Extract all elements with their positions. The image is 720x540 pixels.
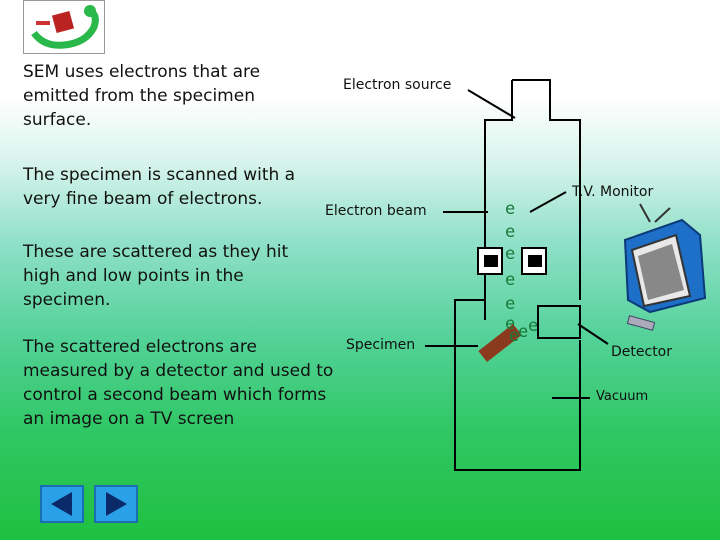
electron-marker: e <box>518 322 529 342</box>
scatter-paragraph: These are scattered as they hit high and… <box>23 242 289 310</box>
detector-leader <box>577 323 609 345</box>
scan-paragraph: The specimen is scanned with a very fine… <box>23 165 296 209</box>
electron-marker: e <box>505 244 516 264</box>
electron-marker: e <box>505 294 516 314</box>
electron-marker: e <box>505 270 516 290</box>
electron-beam-label: Electron beam <box>325 203 427 219</box>
electron-source-leader <box>467 89 516 119</box>
detector-paragraph: The scattered electrons are measured by … <box>23 337 334 429</box>
detector-label: Detector <box>611 344 673 360</box>
electron-marker: e <box>505 199 516 219</box>
electron-marker: e <box>505 222 516 242</box>
column-outline <box>484 80 513 320</box>
electron-marker: e <box>505 314 516 334</box>
electron-marker: e <box>528 316 539 336</box>
intro-paragraph: SEM uses electrons that are emitted from… <box>23 62 261 130</box>
next-slide-button[interactable] <box>94 485 138 523</box>
prev-slide-button[interactable] <box>40 485 84 523</box>
lens-right-icon <box>521 247 547 275</box>
electron-source-label: Electron source <box>343 77 452 93</box>
vacuum-chamber <box>454 299 581 471</box>
vacuum-label: Vacuum <box>596 389 649 404</box>
tv-monitor-icon <box>623 203 707 314</box>
tv-monitor-label: T.V. Monitor <box>572 184 654 200</box>
detector-box <box>537 305 581 339</box>
lens-left-icon <box>477 247 503 275</box>
specimen-slab <box>478 323 522 363</box>
right-arrow-icon <box>106 492 127 516</box>
specimen-label: Specimen <box>346 337 416 353</box>
tv-monitor-leader <box>529 191 567 213</box>
dragon-logo-icon <box>31 5 99 49</box>
column-outline-right <box>512 79 581 180</box>
electron-marker: e <box>509 326 520 346</box>
left-arrow-icon <box>51 492 72 516</box>
logo-image <box>23 0 105 54</box>
keyboard-icon <box>626 315 656 331</box>
